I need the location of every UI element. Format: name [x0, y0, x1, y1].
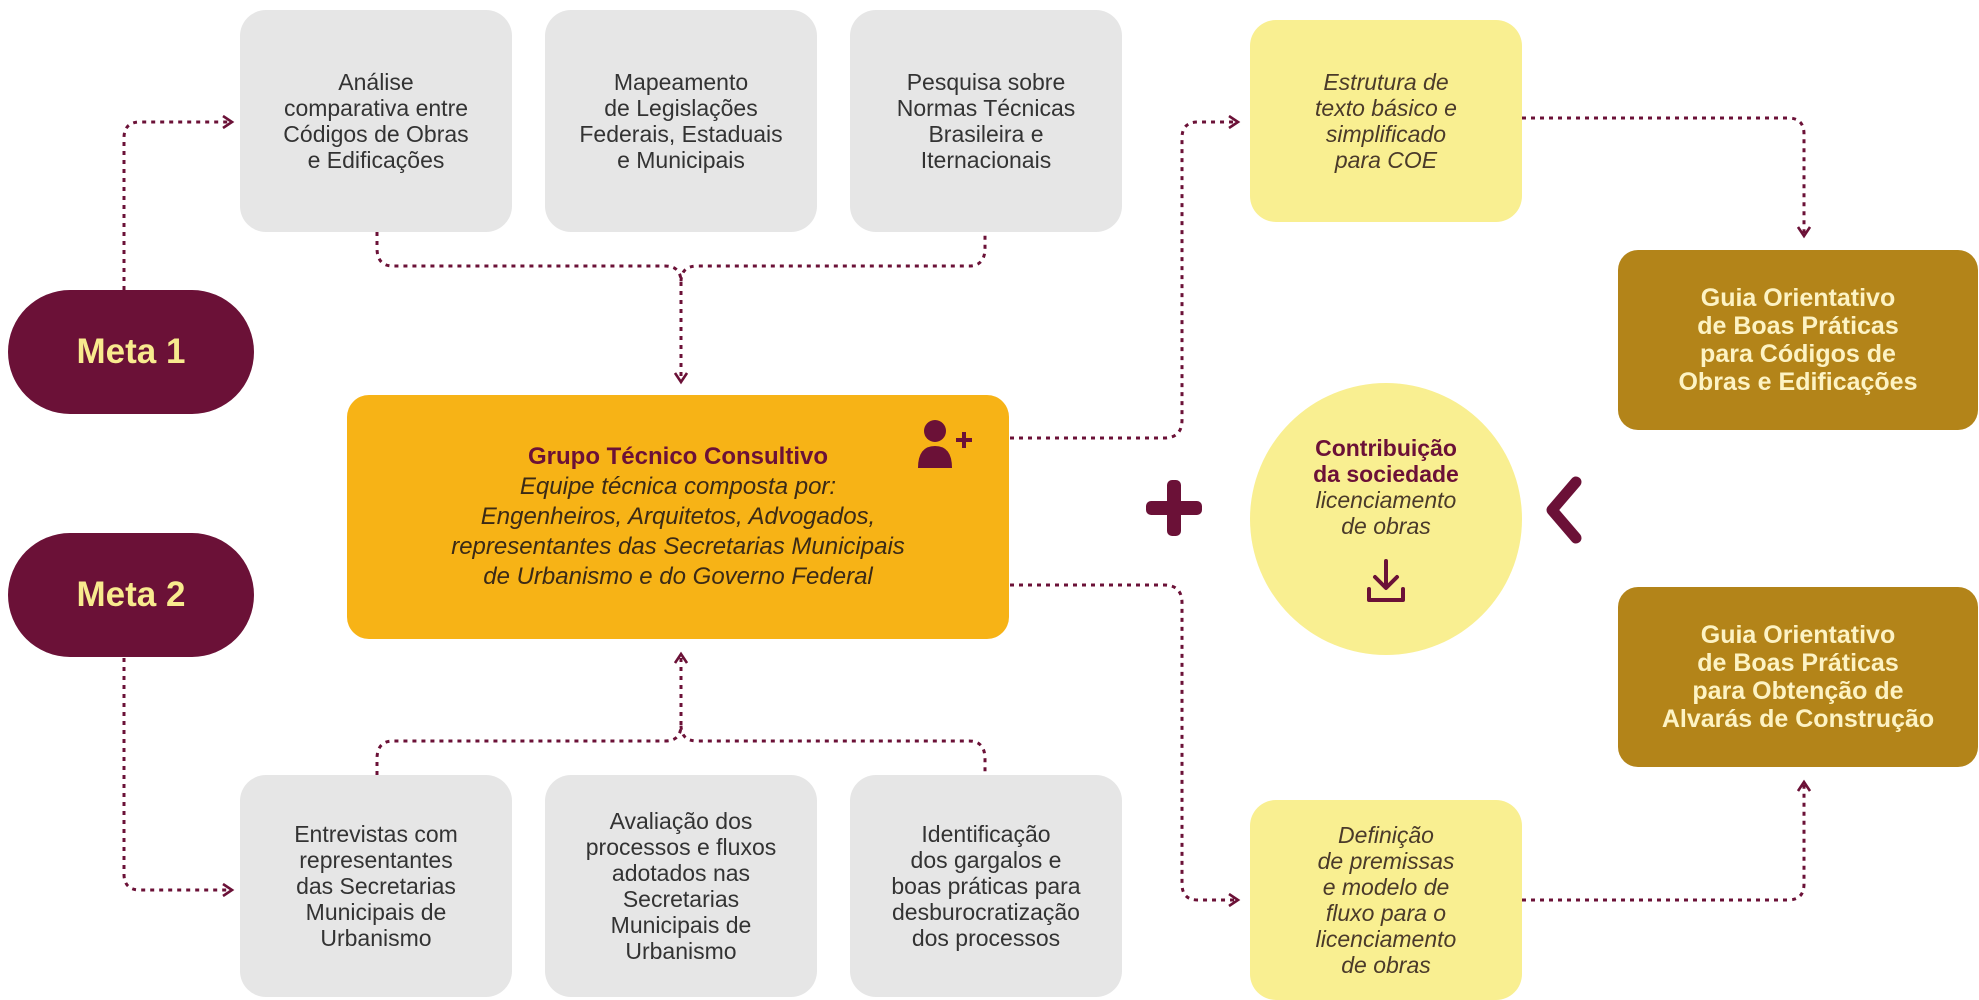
box-identificacao-gargalos: Identificação dos gargalos e boas prátic… — [850, 775, 1122, 997]
box-mapeamento-legislacoes: Mapeamento de Legislações Federais, Esta… — [545, 10, 817, 232]
text-line: Guia Orientativo — [1700, 284, 1896, 312]
circle-italic-line: de obras — [1341, 513, 1431, 539]
text-line: Pesquisa sobre — [906, 69, 1066, 95]
text-line: Obras e Edificações — [1678, 368, 1918, 396]
text-line: fluxo para o — [1325, 900, 1447, 926]
text-line: e modelo de — [1322, 874, 1450, 900]
text-line: representantes — [299, 847, 453, 873]
box-avaliacao-processos: Avaliação dos processos e fluxos adotado… — [545, 775, 817, 997]
text-line: Municipais de — [610, 912, 752, 938]
meta-2-pill: Meta 2 — [8, 533, 254, 657]
box-definicao-premissas: Definição de premissas e modelo de fluxo… — [1250, 800, 1522, 1000]
text-line: Mapeamento — [613, 69, 749, 95]
box-pesquisa-normas: Pesquisa sobre Normas Técnicas Brasileir… — [850, 10, 1122, 232]
text-line: de premissas — [1317, 848, 1455, 874]
text-line: Urbanismo — [625, 938, 737, 964]
text-line: processos e fluxos — [585, 834, 777, 860]
text-line: Iternacionais — [920, 147, 1052, 173]
text-line: Federais, Estaduais — [579, 121, 783, 147]
chevron-left-icon — [1546, 476, 1582, 544]
text-line: Brasileira e — [928, 121, 1044, 147]
text-line: Estrutura de — [1323, 69, 1449, 95]
text-line: das Secretarias — [296, 873, 456, 899]
box-entrevistas: Entrevistas com representantes das Secre… — [240, 775, 512, 997]
text-line: dos processos — [911, 925, 1061, 951]
plus-icon — [1146, 480, 1202, 536]
text-line: Secretarias — [622, 886, 740, 912]
connector-central-to-estrutura — [1010, 122, 1238, 440]
connector-definicao-to-guia2 — [1522, 782, 1804, 902]
text-line: Municipais de — [305, 899, 447, 925]
text-line: de Boas Práticas — [1697, 312, 1899, 340]
box-estrutura-texto: Estrutura de texto básico e simplificado… — [1250, 20, 1522, 222]
text-line: para Obtenção de — [1692, 677, 1904, 705]
text-line: Urbanismo — [320, 925, 432, 951]
text-line: simplificado — [1325, 121, 1447, 147]
box-guia-codigos-obras: Guia Orientativo de Boas Práticas para C… — [1618, 250, 1978, 430]
text-line: Identificação — [921, 821, 1051, 847]
text-line: comparativa entre — [283, 95, 469, 121]
text-line: texto básico e — [1315, 95, 1457, 121]
central-text-line: representantes das Secretarias Municipai… — [451, 533, 905, 560]
circle-bold-line: da sociedade — [1313, 461, 1459, 487]
circle-contribuicao-sociedade: Contribuição da sociedade licenciamento … — [1250, 383, 1522, 655]
text-line: Avaliação dos — [609, 808, 753, 834]
text-line: desburocratização — [892, 899, 1080, 925]
text-line: de obras — [1341, 952, 1431, 978]
text-line: Guia Orientativo — [1700, 621, 1896, 649]
central-text-line: Equipe técnica composta por: — [519, 473, 837, 500]
central-text-line: de Urbanismo e do Governo Federal — [483, 563, 873, 590]
text-line: Códigos de Obras — [283, 121, 469, 147]
text-line: Entrevistas com — [294, 821, 458, 847]
central-grupo-tecnico-consultivo: Grupo Técnico Consultivo Equipe técnica … — [347, 395, 1009, 639]
text-line: de Boas Práticas — [1697, 649, 1899, 677]
text-line: e Edificações — [307, 147, 445, 173]
connector-top-merge — [375, 232, 987, 283]
meta-1-label: Meta 1 — [76, 332, 186, 371]
circle-italic-line: licenciamento — [1315, 487, 1457, 513]
text-line: para COE — [1334, 147, 1438, 173]
text-line: dos gargalos e — [910, 847, 1062, 873]
meta-1-pill: Meta 1 — [8, 290, 254, 414]
text-line: Alvarás de Construção — [1661, 705, 1935, 733]
connector-meta1-to-analise — [122, 122, 232, 290]
central-text-line: Engenheiros, Arquitetos, Advogados, — [480, 503, 876, 530]
central-title: Grupo Técnico Consultivo — [527, 443, 828, 470]
circle-bold-line: Contribuição — [1315, 435, 1457, 461]
box-guia-alvaras: Guia Orientativo de Boas Práticas para O… — [1618, 587, 1978, 767]
text-line: boas práticas para — [891, 873, 1081, 899]
text-line: para Códigos de — [1700, 340, 1896, 368]
text-line: adotados nas — [611, 860, 751, 886]
text-line: Normas Técnicas — [896, 95, 1076, 121]
connector-bottom-merge — [375, 724, 987, 775]
text-line: Definição — [1338, 822, 1434, 848]
connector-estrutura-to-guia1 — [1522, 116, 1804, 236]
text-line: licenciamento — [1315, 926, 1457, 952]
meta-2-label: Meta 2 — [76, 575, 186, 614]
text-line: Análise — [338, 69, 414, 95]
text-line: e Municipais — [617, 147, 745, 173]
connector-meta2-to-entrevistas — [122, 658, 232, 890]
box-analise-comparativa: Análise comparativa entre Códigos de Obr… — [240, 10, 512, 232]
text-line: de Legislações — [604, 95, 758, 121]
add-user-icon — [918, 420, 972, 468]
download-icon — [1367, 559, 1405, 602]
